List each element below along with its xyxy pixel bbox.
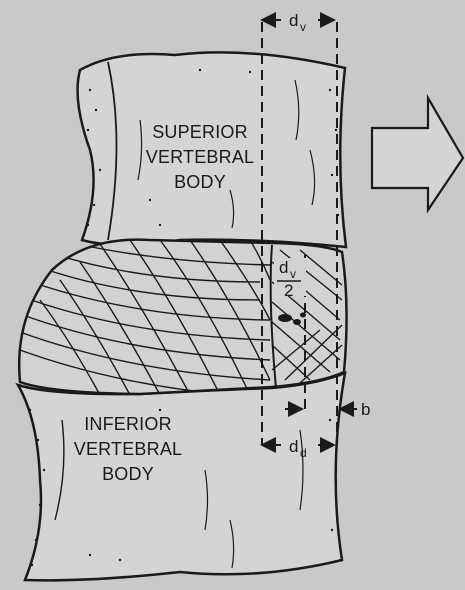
- dimension-label-dv-half: d v 2: [274, 258, 306, 300]
- superior-label-line-3: BODY: [174, 172, 226, 192]
- svg-text:d: d: [300, 446, 307, 460]
- svg-text:d: d: [279, 258, 288, 277]
- inferior-label-line-3: BODY: [102, 464, 154, 484]
- hollow-block-arrow-icon: [372, 98, 463, 210]
- svg-text:v: v: [290, 267, 296, 281]
- inferior-vertebral-body: [18, 373, 345, 580]
- inferior-label-line-2: VERTEBRAL: [74, 439, 183, 459]
- superior-label-line-1: SUPERIOR: [152, 122, 248, 142]
- dimension-label-b: b: [361, 400, 370, 419]
- dimension-label-dv: d v: [289, 11, 306, 34]
- svg-text:v: v: [300, 20, 306, 34]
- inferior-label-line-1: INFERIOR: [84, 414, 172, 434]
- svg-text:d: d: [289, 437, 298, 456]
- svg-text:2: 2: [284, 281, 293, 300]
- superior-label-line-2: VERTEBRAL: [146, 147, 255, 167]
- svg-text:d: d: [289, 11, 298, 30]
